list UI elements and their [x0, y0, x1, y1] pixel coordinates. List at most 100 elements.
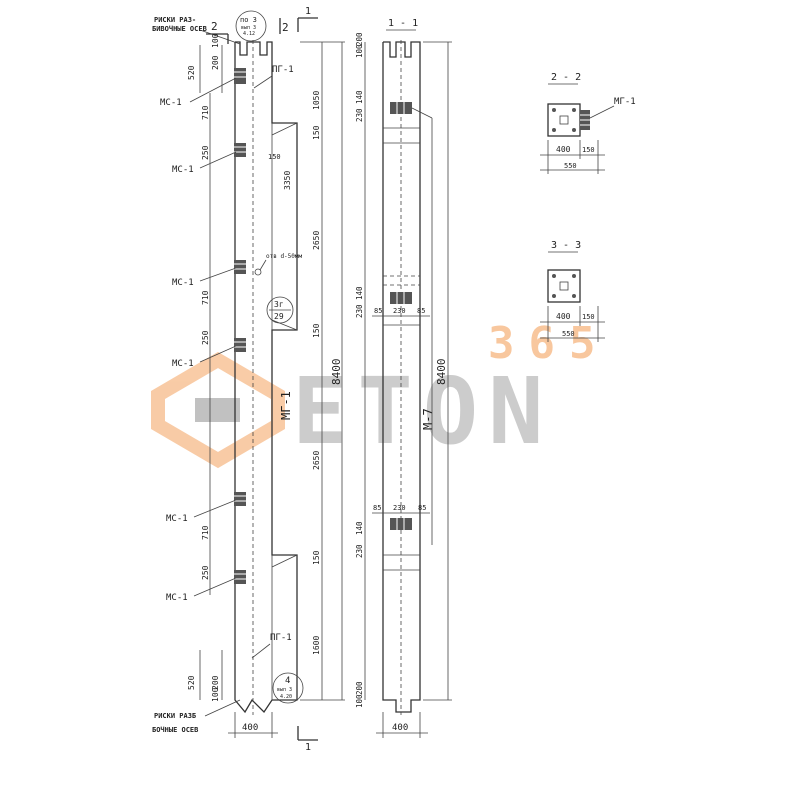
side-dim-140-c: 140 [355, 521, 364, 535]
side-inner-85-l1: 85 [374, 307, 382, 315]
watermark-logo-icon [151, 351, 285, 469]
section-mark-1-bottom: 1 [305, 742, 311, 753]
plate-ms1-5 [234, 492, 246, 506]
dim-right-1050: 1050 [312, 91, 321, 110]
side-view: 1 - 1 100 200 230 [355, 18, 452, 738]
label-ms1-b: МС-1 [172, 165, 194, 175]
dim-left-710-c: 710 [201, 525, 210, 540]
front-view: РИСКИ РАЗ- БИВОЧНЫЕ ОСЕВ РИСКИ РАЗБ БОЧН… [152, 6, 345, 753]
dim-left-520-bottom: 520 [187, 675, 196, 690]
label-hole: отв d-50мм [266, 253, 303, 260]
svg-text:3г: 3г [274, 300, 284, 309]
dim-right-150-small: 150 [268, 153, 281, 161]
label-element-mg1: МГ-1 [279, 391, 293, 420]
side-dim-8400: 8400 [435, 359, 448, 386]
dim-right-150-c: 150 [312, 550, 321, 565]
dim-left-250-a: 250 [201, 145, 210, 160]
svg-text:вып 3: вып 3 [241, 25, 256, 31]
dim-right-8400: 8400 [330, 359, 343, 386]
section-3-3-title: 3 - 3 [551, 240, 581, 251]
svg-text:29: 29 [274, 312, 284, 321]
side-inner-230-1: 230 [393, 307, 406, 315]
label-ms1-d: МС-1 [172, 359, 194, 369]
side-dim-bottom-width: 400 [392, 723, 408, 733]
section-3-3: 3 - 3 400 150 550 [540, 240, 605, 342]
section-3-3-dim-550: 550 [562, 330, 575, 338]
side-dim-140-b: 140 [355, 286, 364, 300]
label-pg1-bottom: ПГ-1 [270, 633, 292, 643]
svg-text:4: 4 [285, 676, 290, 686]
side-dim-100-bottom: 100 [355, 694, 364, 708]
side-plate-3 [390, 518, 412, 530]
dim-left-200-top: 200 [211, 55, 220, 70]
side-inner-230-2: 230 [393, 504, 406, 512]
svg-text:4.12: 4.12 [243, 31, 255, 37]
side-dim-230-a: 230 [355, 108, 364, 122]
dim-left-200-bottom: 200 [211, 675, 220, 690]
side-plate-2 [390, 292, 412, 304]
watermark-word: ETON [292, 358, 554, 465]
dim-right-150-a: 150 [312, 125, 321, 140]
hole-circle [254, 268, 262, 276]
side-inner-85-r1: 85 [417, 307, 425, 315]
section-mark-1-top: 1 [305, 6, 311, 17]
section-2-2-dim-400: 400 [556, 145, 571, 154]
plate-ms1-2 [234, 143, 246, 157]
side-plate-1 [390, 102, 412, 114]
side-element-mark: М-7 [421, 408, 435, 430]
side-column-outline [382, 41, 421, 713]
section-2-2-dim-150: 150 [582, 146, 595, 154]
dim-right-3350: 3350 [283, 171, 292, 190]
plate-ms1-4 [234, 338, 246, 352]
dim-right-2650-b: 2650 [312, 451, 321, 470]
dim-left-520-top: 520 [187, 65, 196, 80]
section-3-3-dim-400: 400 [556, 312, 571, 321]
side-dim-230-b: 230 [355, 304, 364, 318]
label-ms1-f: МС-1 [166, 593, 188, 603]
side-dim-200-top: 200 [355, 32, 364, 46]
note-top-line1: РИСКИ РАЗ- [154, 16, 196, 24]
svg-text:по 3: по 3 [240, 16, 257, 24]
svg-text:вып 3: вып 3 [277, 687, 292, 693]
side-inner-85-r2: 85 [418, 504, 426, 512]
section-2-2-title: 2 - 2 [551, 72, 581, 83]
label-ms1-e: МС-1 [166, 514, 188, 524]
dim-left-710-a: 710 [201, 105, 210, 120]
watermark: 365 ETON [151, 318, 609, 469]
dim-left-710-b: 710 [201, 290, 210, 305]
watermark-number: 365 [488, 318, 609, 369]
dim-right-150-b: 150 [312, 323, 321, 338]
note-top-line2: БИВОЧНЫЕ ОСЕВ [152, 25, 207, 33]
dim-right-1600: 1600 [312, 636, 321, 655]
dim-left-100-bottom: 100 [211, 687, 220, 702]
side-inner-85-l2: 85 [373, 504, 381, 512]
dim-left-250-c: 250 [201, 565, 210, 580]
plate-ms1-3 [234, 260, 246, 274]
callout-mid: 3г 29 [266, 296, 294, 324]
dim-left-100-top: 100 [211, 33, 220, 48]
plate-ms1-6 [234, 570, 246, 584]
plate-ms1-1 [234, 68, 246, 84]
section-2-2: 2 - 2 МГ-1 400 150 550 [540, 72, 636, 174]
dim-right-2650-a: 2650 [312, 231, 321, 250]
label-ms1-c: МС-1 [172, 278, 194, 288]
section-mark-2-right: 2 [282, 21, 289, 34]
dim-left-250-b: 250 [201, 330, 210, 345]
svg-text:4.20: 4.20 [280, 694, 292, 700]
callout-top: по 3 вып 3 4.12 [235, 10, 267, 42]
note-bottom-line1: РИСКИ РАЗБ [154, 712, 196, 720]
dim-front-bottom-width: 400 [242, 723, 258, 733]
side-view-title: 1 - 1 [388, 18, 418, 29]
side-dim-200-bottom: 200 [355, 681, 364, 695]
section-mark-2-top: 2 [211, 20, 218, 33]
label-ms1-a: МС-1 [160, 98, 182, 108]
callout-bottom: 4 вып 3 4.20 [272, 672, 304, 704]
section-2-2-label: МГ-1 [614, 97, 636, 107]
side-dim-140-a: 140 [355, 90, 364, 104]
side-dim-100-top: 100 [355, 44, 364, 58]
section-3-3-dim-150: 150 [582, 313, 595, 321]
note-bottom-line2: БОЧНЫЕ ОСЕВ [152, 726, 198, 734]
label-pg1-top: ПГ-1 [272, 65, 294, 75]
side-dim-230-c: 230 [355, 544, 364, 558]
